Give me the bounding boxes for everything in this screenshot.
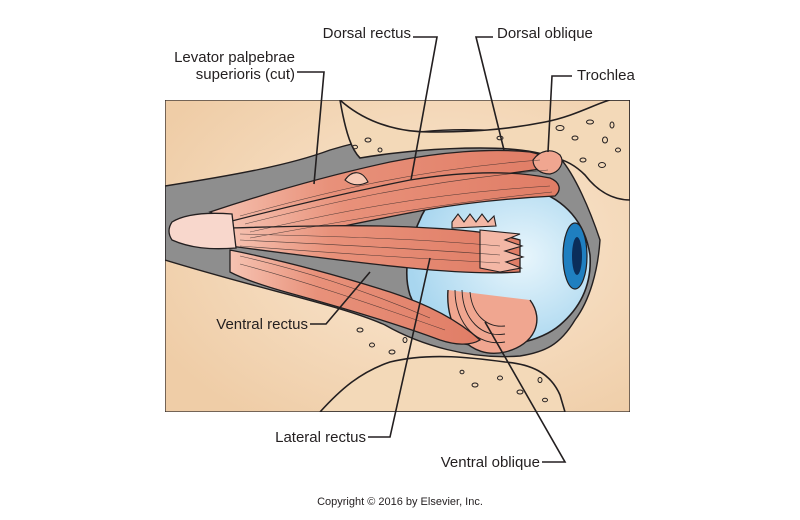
leader-lines xyxy=(297,36,572,463)
muscle-fibers xyxy=(239,159,553,331)
cornea xyxy=(562,222,588,290)
pupil xyxy=(572,237,582,275)
leader-dorsal-rectus xyxy=(410,36,438,181)
label-trochlea: Trochlea xyxy=(577,67,635,84)
label-ventral-oblique: Ventral oblique xyxy=(441,454,540,471)
label-levator-line1: Levator palpebrae xyxy=(174,49,295,66)
tendon-insertion xyxy=(451,213,525,273)
leader-ventral-rectus xyxy=(310,271,371,325)
copyright-notice: Copyright © 2016 by Elsevier, Inc. xyxy=(317,496,483,508)
label-dorsal-oblique: Dorsal oblique xyxy=(497,25,593,42)
label-levator-line2: superioris (cut) xyxy=(196,66,295,83)
leader-ventral-oblique xyxy=(484,321,567,463)
leader-dorsal-oblique xyxy=(474,36,505,151)
bone-texture xyxy=(352,119,621,403)
label-ventral-rectus: Ventral rectus xyxy=(216,316,308,333)
leader-lateral-rectus xyxy=(368,257,431,438)
lateral-rectus-muscle xyxy=(229,225,521,274)
label-dorsal-rectus: Dorsal rectus xyxy=(323,25,411,42)
dorsal-orbital-rim xyxy=(339,100,630,201)
fat-tab xyxy=(344,172,369,186)
annulus-tendon xyxy=(168,212,237,250)
orbit-illustration xyxy=(165,100,630,412)
trochlea-structure xyxy=(532,150,563,175)
ventral-orbital-rim xyxy=(318,355,566,412)
leader-trochlea xyxy=(547,75,572,153)
leader-levator xyxy=(297,71,325,185)
label-lateral-rectus: Lateral rectus xyxy=(275,429,366,446)
labels: Dorsal rectus Dorsal oblique Levator pal… xyxy=(174,25,635,508)
